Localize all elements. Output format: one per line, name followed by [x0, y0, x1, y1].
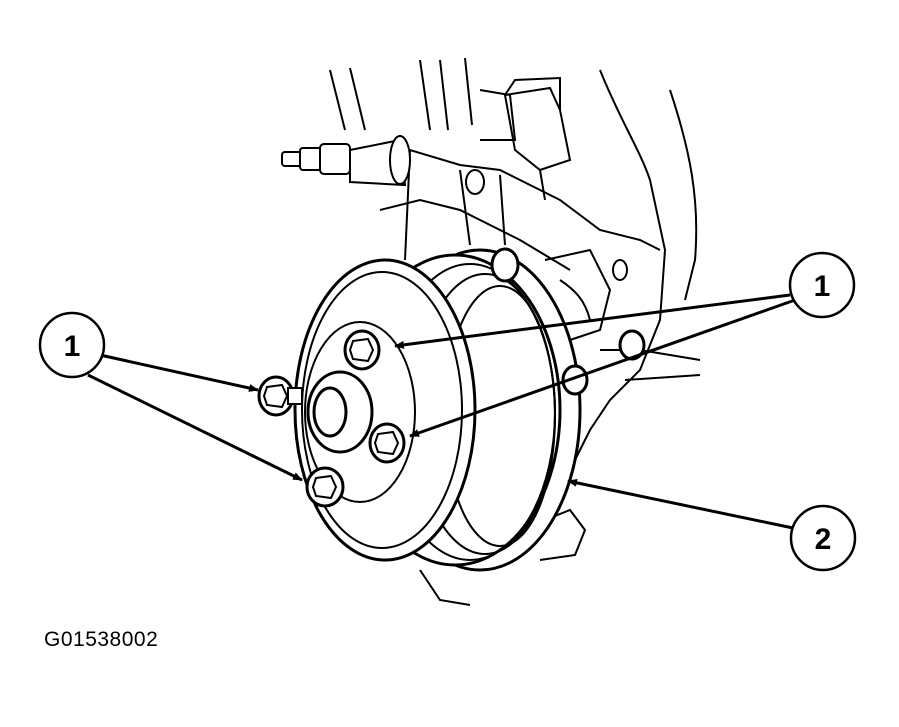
bolt [257, 375, 303, 417]
callout-label: 2 [815, 523, 832, 556]
leader-line [567, 478, 794, 530]
leader-line [394, 293, 791, 349]
leader-line [87, 373, 303, 482]
bolt [490, 247, 520, 283]
callout-left-1: 1 [38, 311, 106, 379]
bolt [305, 466, 345, 508]
bolt [343, 329, 381, 371]
bolt [368, 422, 406, 464]
leader-line [409, 298, 796, 438]
leader-lines [87, 293, 796, 530]
callout-right-1: 1 [788, 251, 856, 319]
water-pump-pulley [293, 248, 582, 572]
figure-id: G01538002 [44, 628, 159, 651]
stud-bolt [281, 135, 411, 187]
leader-line [99, 353, 259, 392]
callout-right-2: 2 [789, 504, 857, 572]
callout-label: 1 [64, 330, 81, 363]
bolt [561, 364, 589, 396]
callout-label: 1 [814, 270, 831, 303]
engine-block [329, 57, 701, 606]
bolts [257, 247, 646, 508]
